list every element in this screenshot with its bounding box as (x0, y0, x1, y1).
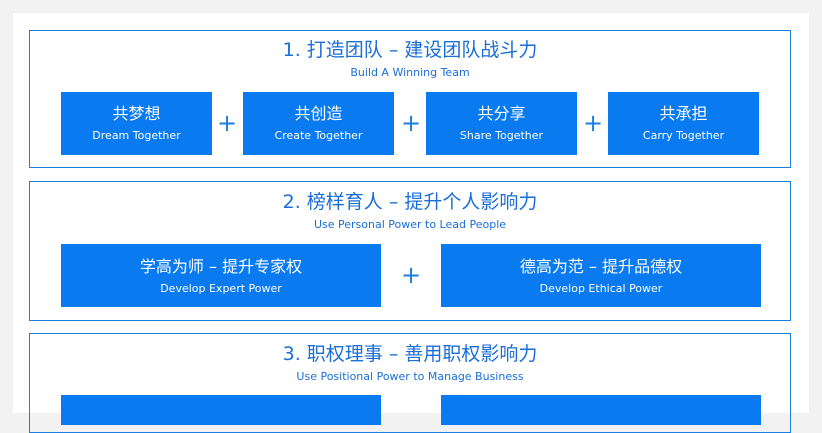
section-subtitle: Build A Winning Team (350, 66, 470, 79)
section-title: 3. 职权理事 – 善用职权影响力 (282, 343, 538, 365)
section-build-team: 1. 打造团队 – 建设团队战斗力 Build A Winning Team 共… (29, 30, 791, 168)
box-expert-power: 学高为师 – 提升专家权 Develop Expert Power (61, 244, 381, 307)
section-positional-power: 3. 职权理事 – 善用职权影响力 Use Positional Power t… (29, 333, 791, 433)
plus-sign: + (582, 109, 604, 137)
box-ethical-power: 德高为范 – 提升品德权 Develop Ethical Power (441, 244, 761, 307)
section-title: 1. 打造团队 – 建设团队战斗力 (282, 39, 538, 61)
box-label-en: Develop Expert Power (160, 282, 282, 295)
box-label-cn: 共承担 (659, 104, 708, 123)
box-label-cn: 共梦想 (112, 104, 161, 123)
plus-sign: + (400, 109, 422, 137)
box-carry-together: 共承担 Carry Together (608, 92, 759, 155)
section-personal-power: 2. 榜样育人 – 提升个人影响力 Use Personal Power to … (29, 181, 791, 321)
plus-sign: + (400, 261, 422, 289)
plus-sign: + (216, 109, 238, 137)
box-share-together: 共分享 Share Together (426, 92, 577, 155)
box-dream-together: 共梦想 Dream Together (61, 92, 212, 155)
box-label-en: Create Together (274, 129, 363, 142)
box-label-en: Carry Together (642, 129, 725, 142)
box-label-en: Develop Ethical Power (539, 282, 663, 295)
section-subtitle: Use Positional Power to Manage Business (296, 370, 524, 383)
box-label-cn: 共分享 (477, 104, 526, 123)
box-label-cn: 共创造 (294, 104, 343, 123)
box-label-cn: 学高为师 – 提升专家权 (139, 257, 303, 276)
box-label-en: Dream Together (92, 129, 181, 142)
box-label-en: Share Together (459, 129, 544, 142)
infographic-page: 1. 打造团队 – 建设团队战斗力 Build A Winning Team 共… (13, 13, 809, 433)
section-subtitle: Use Personal Power to Lead People (313, 218, 507, 231)
box-create-together: 共创造 Create Together (243, 92, 394, 155)
section-title: 2. 榜样育人 – 提升个人影响力 (282, 191, 538, 213)
box-label-cn: 德高为范 – 提升品德权 (519, 257, 683, 276)
